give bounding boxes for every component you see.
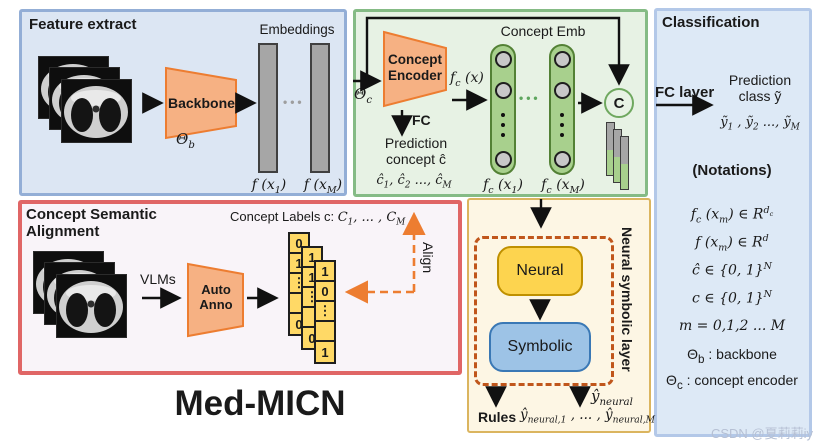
concept-labels-caption: Concept Labels c: C1, ... , CM [230, 209, 406, 228]
concept-labels-math: C1, ... , CM [337, 210, 406, 228]
neuron-circle [494, 151, 512, 168]
label-cell [316, 322, 334, 342]
notation-line: f (xm) ∈ Rd [695, 233, 769, 254]
prediction-concept-label: Prediction concept ĉ [384, 135, 448, 168]
f-x1-label: f (x1) [251, 177, 287, 196]
neural-box: Neural [497, 246, 583, 296]
label-cell: ⋮ [316, 302, 334, 322]
watermark: CSDN @夏莉莉iy [710, 426, 813, 441]
concept-label-vector-front: 1 0 ⋮ 1 [314, 260, 336, 364]
classification-panel [654, 8, 812, 437]
embedding-bar-m [310, 43, 330, 173]
rules-math-label: ŷneural,1 , ... , ŷneural,M [520, 407, 656, 426]
auto-anno-trapezoid [187, 262, 244, 338]
prediction-class-label: Prediction class ỹ [728, 72, 792, 105]
label-cell: 1 [316, 342, 334, 362]
neural-symbolic-layer-label: Neural symbolic layer [619, 227, 636, 372]
symbolic-label: Symbolic [507, 338, 573, 355]
notation-line: fc (xm) ∈ Rdc [690, 205, 774, 226]
concept-emb-bar-m [549, 44, 575, 175]
backbone-label: Backbone [168, 95, 235, 111]
label-cell: 1 [316, 262, 334, 282]
neural-symbolic-dashed-box [474, 236, 614, 386]
backbone-trapezoid [165, 66, 237, 140]
alignment-title: Concept Semantic Alignment [26, 206, 157, 241]
y-list-label: ỹ1 , ỹ2 ..., ỹM [720, 115, 800, 133]
embedding-bar-1 [258, 43, 278, 173]
align-label: Align [420, 242, 437, 274]
label-cell: 0 [316, 282, 334, 302]
concept-emb-ellipsis: ••• [519, 91, 541, 105]
neuron-circle [553, 51, 571, 68]
ct-scan-stack-icon [38, 56, 132, 143]
concept-labels-prefix: Concept Labels c: [230, 209, 338, 224]
neuron-circle [553, 82, 571, 99]
fc-xm-label: fc (xM) [541, 177, 585, 196]
vertical-dots [560, 113, 564, 137]
fc-x-label: fc (x) [450, 70, 484, 89]
embeddings-label: Embeddings [259, 22, 335, 37]
concept-encoder-label: Concept Encoder [387, 52, 442, 83]
figure-title: Med-MICN [174, 384, 346, 423]
concept-emb-label: Concept Emb [500, 23, 586, 39]
neural-label: Neural [516, 262, 564, 279]
fc-x1-label: fc (x1) [483, 177, 523, 196]
notation-line: ĉ ∈ {0, 1}N [692, 261, 772, 279]
theta-b-label: Θb [176, 130, 195, 151]
vertical-dots [501, 113, 505, 137]
neuron-circle [553, 151, 571, 168]
classification-title: Classification [662, 14, 760, 31]
notation-line: m = 0,1,2 ... M [678, 318, 786, 334]
concat-bar [620, 136, 629, 190]
concept-hats-label: ĉ1, ĉ2 ..., ĉM [376, 173, 452, 191]
symbolic-box: Symbolic [489, 322, 591, 372]
concat-letter: C [613, 94, 625, 112]
fc-layer-label: FC layer [655, 84, 715, 101]
notation-line: Θb : backbone [687, 346, 777, 366]
neuron-circle [494, 51, 512, 68]
concat-circle: C [604, 88, 634, 118]
concept-emb-bar-1 [490, 44, 516, 175]
notation-line: c ∈ {0, 1}N [692, 289, 772, 307]
embeddings-ellipsis: ••• [283, 95, 305, 109]
feature-extract-title: Feature extract [29, 16, 137, 33]
fc-label: FC [412, 112, 431, 128]
vlms-label: VLMs [140, 271, 176, 287]
notation-line: Θc : concept encoder [666, 372, 798, 392]
y-neural-label: ŷneural [591, 387, 633, 408]
auto-anno-label: Auto Anno [199, 282, 233, 312]
rules-label: Rules [478, 409, 517, 425]
f-xm-label: f (xM) [303, 177, 343, 196]
theta-c-label: Θc [354, 85, 373, 106]
ct-scan-stack-icon [33, 251, 127, 338]
neuron-circle [494, 82, 512, 99]
notations-title: (Notations) [692, 162, 772, 179]
